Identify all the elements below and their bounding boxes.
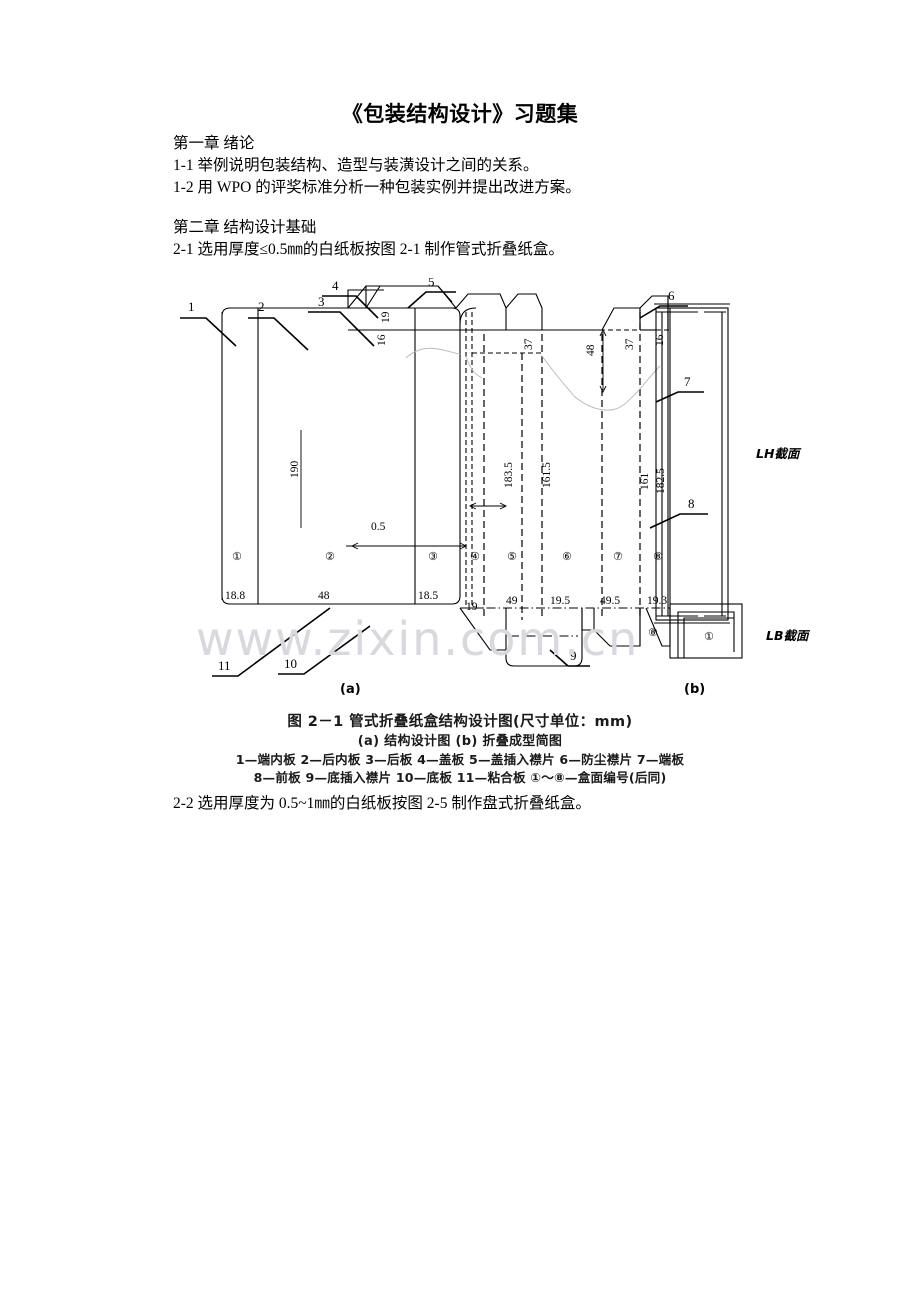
section-lb-diagram bbox=[669, 603, 743, 659]
leader-7: 7 bbox=[684, 374, 691, 389]
panel-number-4: ④ bbox=[470, 550, 480, 563]
dim-top-48: 48 bbox=[585, 344, 597, 356]
figure-2-1: 19 16 37 48 37 16 190 0.5 183.5 161.5 16… bbox=[170, 278, 810, 698]
leader-11: 11 bbox=[218, 658, 231, 673]
leader-5: 5 bbox=[428, 278, 435, 289]
dim-161: 161 bbox=[639, 473, 651, 491]
figure-caption-title: 图 2－1 管式折叠纸盒结构设计图(尺寸单位：mm) bbox=[287, 714, 633, 730]
leader-4: 4 bbox=[332, 278, 339, 293]
leader-10: 10 bbox=[284, 656, 297, 671]
section-b-outer-number: ⑧ bbox=[648, 626, 658, 639]
panel-width-1: 18.8 bbox=[225, 590, 245, 602]
panel-number-6: ⑥ bbox=[562, 550, 572, 563]
leader-2: 2 bbox=[258, 299, 265, 314]
panel-width-4: 19 bbox=[466, 601, 478, 613]
leader-6: 6 bbox=[668, 288, 675, 303]
exercise-2-2: 2-2 选用厚度为 0.5~1㎜的白纸板按图 2-5 制作盘式折叠纸盒。 bbox=[173, 795, 591, 812]
figure-legend-line-2: 8—前板 9—底插入襟片 10—底板 11—粘合板 ①～⑧—盒面编号(后同) bbox=[253, 770, 667, 785]
dim-183-5: 183.5 bbox=[503, 462, 515, 488]
section-label-lb: LB截面 bbox=[766, 628, 810, 643]
panel-width-5: 49 bbox=[506, 595, 518, 607]
subfigure-label-b: (b) bbox=[684, 682, 706, 697]
dim-0-5: 0.5 bbox=[371, 521, 386, 533]
panel-number-2: ② bbox=[325, 550, 335, 563]
leader-1: 1 bbox=[188, 299, 195, 314]
panel-number-7: ⑦ bbox=[613, 550, 623, 563]
panel-width-row: 18.8 48 18.5 19 49 19.5 49.5 19.3 bbox=[225, 590, 667, 613]
panel-number-1: ① bbox=[232, 550, 242, 563]
panel-number-3: ③ bbox=[428, 550, 438, 563]
dim-top-37-right: 37 bbox=[624, 338, 636, 350]
figure-caption-subfigures: (a) 结构设计图 (b) 折叠成型简图 bbox=[357, 734, 563, 749]
panel-width-7: 49.5 bbox=[600, 595, 620, 607]
section-label-lh: LH截面 bbox=[756, 446, 802, 461]
section-b-inner-number: ① bbox=[704, 630, 714, 643]
leader-9: 9 bbox=[570, 648, 577, 663]
panel-width-3: 18.5 bbox=[418, 590, 438, 602]
leader-3: 3 bbox=[318, 294, 325, 309]
exercise-1-1: 1-1 举例说明包装结构、造型与装潢设计之间的关系。 bbox=[173, 157, 539, 174]
panel-width-8: 19.3 bbox=[647, 595, 667, 607]
page-title: 《包装结构设计》习题集 bbox=[341, 102, 579, 126]
panel-width-2: 48 bbox=[318, 590, 330, 602]
section-lh-diagram bbox=[654, 303, 730, 624]
exercise-1-2: 1-2 用 WPO 的评奖标准分析一种包装实例并提出改进方案。 bbox=[173, 179, 581, 196]
dim-top-16-right: 16 bbox=[654, 334, 666, 346]
chapter-1-heading: 第一章 绪论 bbox=[173, 135, 255, 152]
subfigure-label-a: (a) bbox=[340, 682, 361, 697]
dim-top-37-left: 37 bbox=[523, 338, 535, 350]
panel-number-row: ① ② ③ ④ ⑤ ⑥ ⑦ ⑧ bbox=[232, 550, 663, 563]
dim-top-16-left: 16 bbox=[376, 334, 388, 346]
dim-190: 190 bbox=[289, 461, 301, 479]
chapter-2-heading: 第二章 结构设计基础 bbox=[173, 219, 317, 236]
panel-width-6: 19.5 bbox=[550, 595, 570, 607]
dim-182-5: 182.5 bbox=[655, 468, 667, 494]
dim-161-5: 161.5 bbox=[541, 462, 553, 488]
exercise-2-1: 2-1 选用厚度≤0.5㎜的白纸板按图 2-1 制作管式折叠纸盒。 bbox=[173, 241, 564, 258]
panel-number-8: ⑧ bbox=[653, 550, 663, 563]
panel-number-5: ⑤ bbox=[507, 550, 517, 563]
leader-8: 8 bbox=[688, 496, 695, 511]
dim-top-19: 19 bbox=[380, 311, 392, 323]
figure-legend-line-1: 1—端内板 2—后内板 3—后板 4—盖板 5—盖插入襟片 6—防尘襟片 7—端… bbox=[235, 752, 685, 767]
